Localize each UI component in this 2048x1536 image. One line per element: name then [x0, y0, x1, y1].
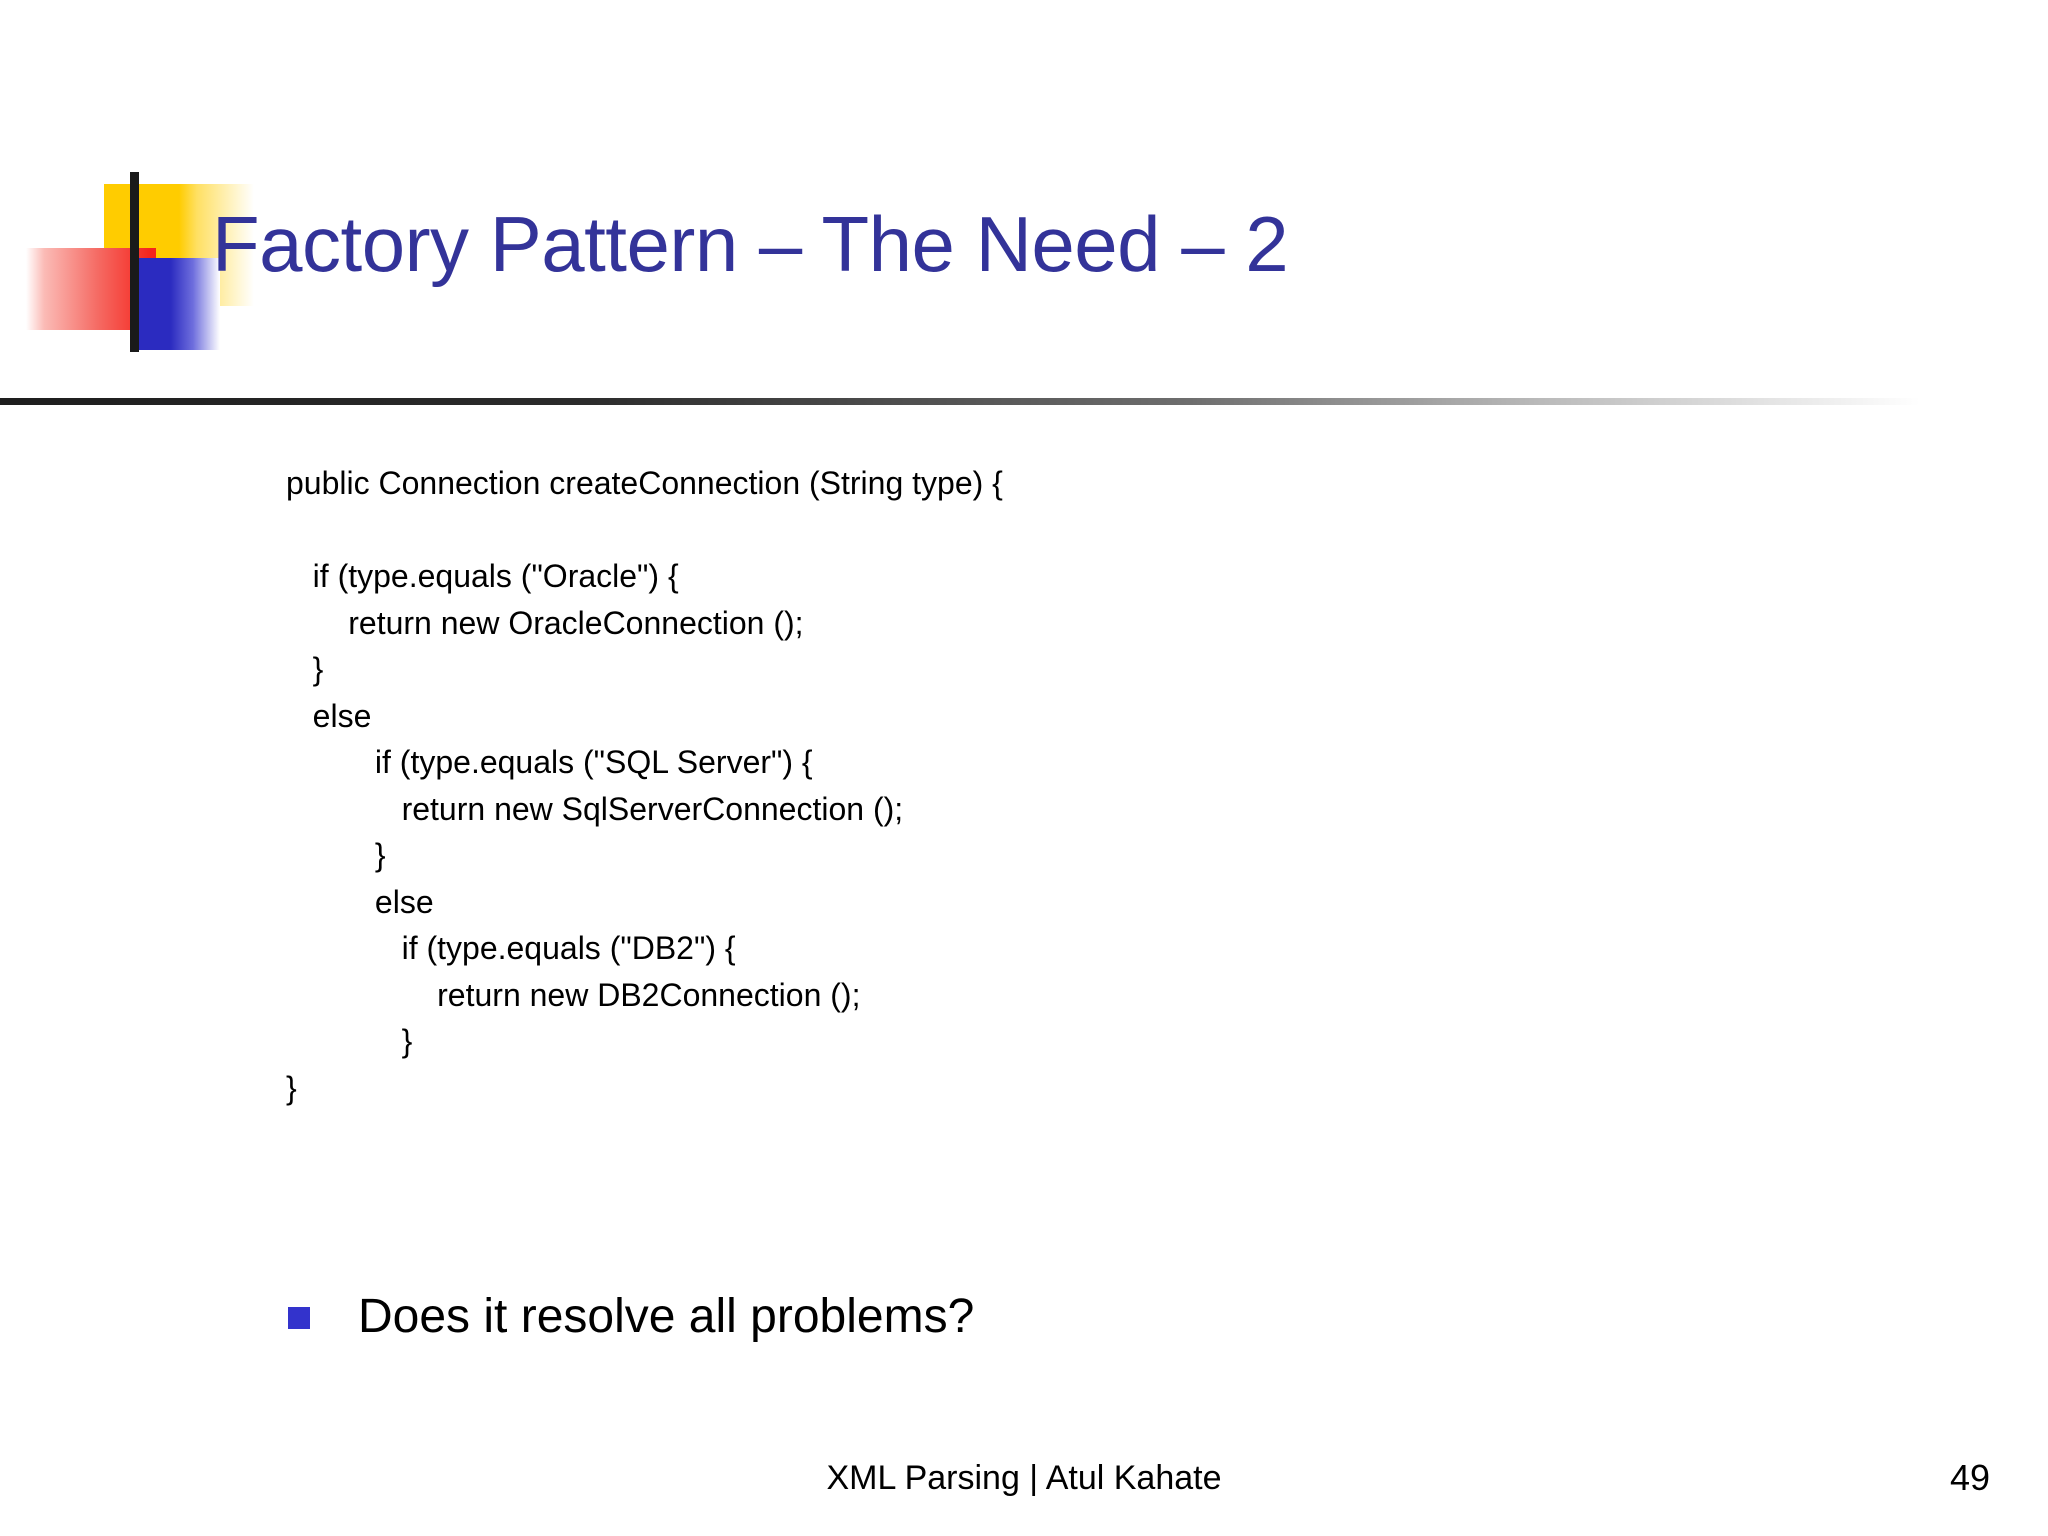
- code-line: return new SqlServerConnection ();: [286, 790, 904, 827]
- code-block: public Connection createConnection (Stri…: [286, 460, 1886, 1111]
- code-line: }: [286, 651, 324, 687]
- code-line: }: [286, 1069, 297, 1106]
- code-line: if (type.equals ("DB2") {: [286, 930, 736, 966]
- code-line: else: [286, 697, 372, 734]
- code-line: return new OracleConnection ();: [286, 604, 804, 641]
- code-line: }: [286, 1023, 413, 1059]
- blue-square-decoration: [130, 258, 220, 350]
- code-line: public Connection createConnection (Stri…: [286, 465, 1003, 501]
- code-line: [286, 507, 1886, 554]
- page-number: 49: [1949, 1457, 1990, 1498]
- square-bullet-icon: [288, 1307, 310, 1329]
- bullet-item-label: Does it resolve all problems?: [358, 1290, 975, 1343]
- footer-text: XML Parsing | Atul Kahate: [826, 1459, 1222, 1497]
- bullet-item: Does it resolve all problems?: [288, 1288, 974, 1346]
- code-line: if (type.equals ("SQL Server") {: [286, 744, 813, 780]
- code-line: if (type.equals ("Oracle") {: [286, 558, 679, 594]
- code-line: }: [286, 837, 386, 873]
- title-underline-rule: [0, 398, 1920, 405]
- page-title: Factory Pattern – The Need – 2: [212, 200, 1289, 288]
- code-line: return new DB2Connection ();: [286, 976, 861, 1013]
- code-line: else: [286, 883, 434, 920]
- vertical-bar-decoration: [130, 172, 139, 352]
